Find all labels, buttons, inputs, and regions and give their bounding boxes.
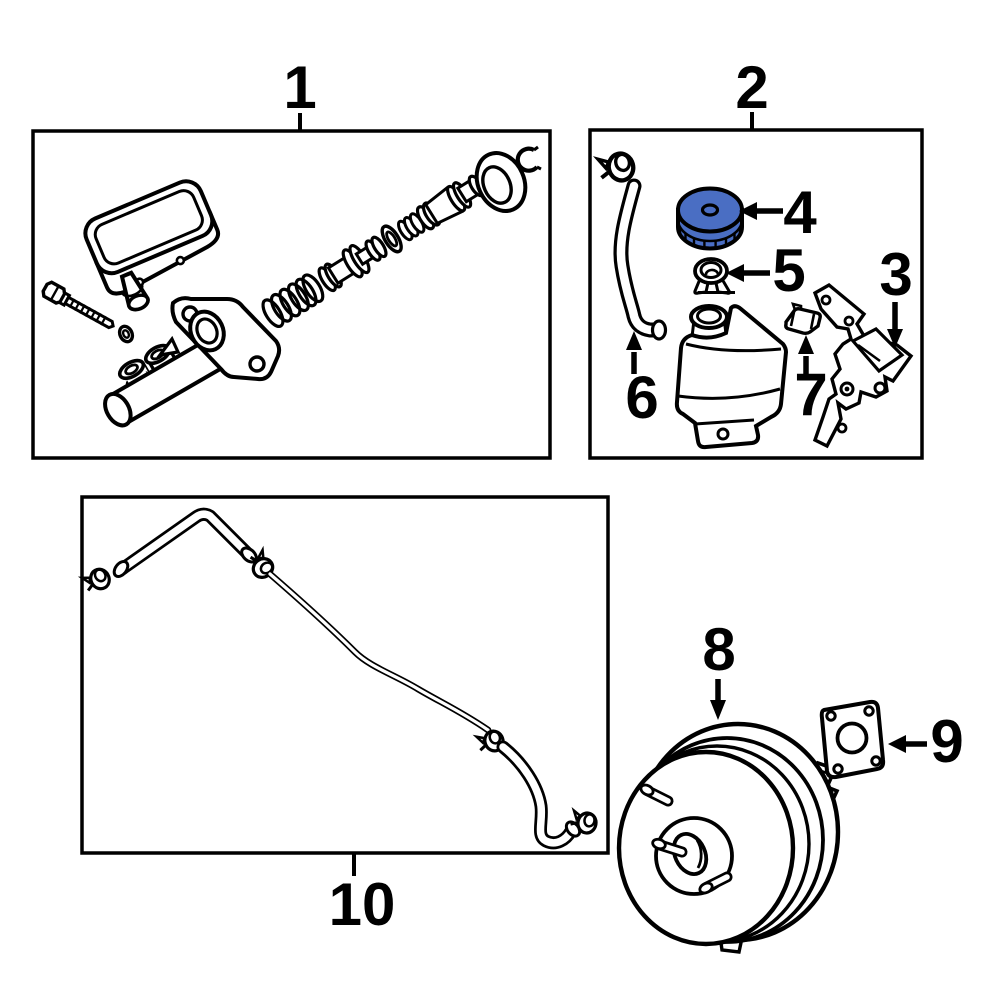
booster-stud <box>639 783 674 807</box>
brake-booster-part <box>616 721 841 954</box>
box-vacuum-hose <box>80 495 610 855</box>
callouts: 1 2 10 4 5 6 7 3 8 <box>283 54 963 938</box>
master-cylinder-body-part <box>103 296 282 428</box>
callout-6[interactable]: 6 <box>625 364 658 431</box>
callout-5[interactable]: 5 <box>772 237 805 304</box>
callout-4[interactable]: 4 <box>783 179 817 246</box>
reservoir-seal-part <box>693 257 735 295</box>
snap-ring-part <box>515 145 542 173</box>
callout-8[interactable]: 8 <box>702 616 735 683</box>
callout-7-arrow <box>798 335 814 374</box>
bracket-part <box>812 282 914 449</box>
booster-stud <box>698 871 733 895</box>
group-vacuum-hose <box>79 495 610 855</box>
vacuum-tube-part <box>266 570 492 734</box>
reservoir-hose-part <box>613 178 668 341</box>
box-master-cylinder <box>31 129 552 460</box>
clip-part <box>784 302 822 336</box>
group-master-cylinder <box>31 129 552 460</box>
callout-5-arrow <box>726 264 770 282</box>
callout-7[interactable]: 7 <box>794 361 827 428</box>
bolt-part <box>41 280 135 344</box>
box-reservoir-assembly <box>588 128 924 460</box>
callout-3[interactable]: 3 <box>879 241 912 308</box>
callout-1[interactable]: 1 <box>283 54 316 121</box>
seal-ring-part <box>474 151 528 213</box>
callout-6-arrow <box>626 331 642 374</box>
callout-3-arrow <box>887 302 903 348</box>
callout-2[interactable]: 2 <box>735 54 768 121</box>
callout-8-arrow <box>710 679 726 720</box>
reservoir-body-part <box>674 304 789 450</box>
callout-10[interactable]: 10 <box>329 871 396 938</box>
callout-9[interactable]: 9 <box>930 708 963 775</box>
reservoir-tank-part <box>83 179 221 312</box>
piston-kit-part <box>261 174 486 328</box>
callout-4-arrow <box>739 202 783 220</box>
callout-9-arrow <box>888 735 927 753</box>
reservoir-cap-part-highlighted[interactable] <box>676 186 744 251</box>
vacuum-hose-rear-part <box>496 740 582 850</box>
booster-stud <box>651 837 688 858</box>
booster-gasket-part <box>819 699 886 780</box>
group-reservoir-assembly <box>588 128 924 460</box>
hose-clamp-part <box>79 564 115 598</box>
vacuum-hose-front-part <box>112 507 258 579</box>
